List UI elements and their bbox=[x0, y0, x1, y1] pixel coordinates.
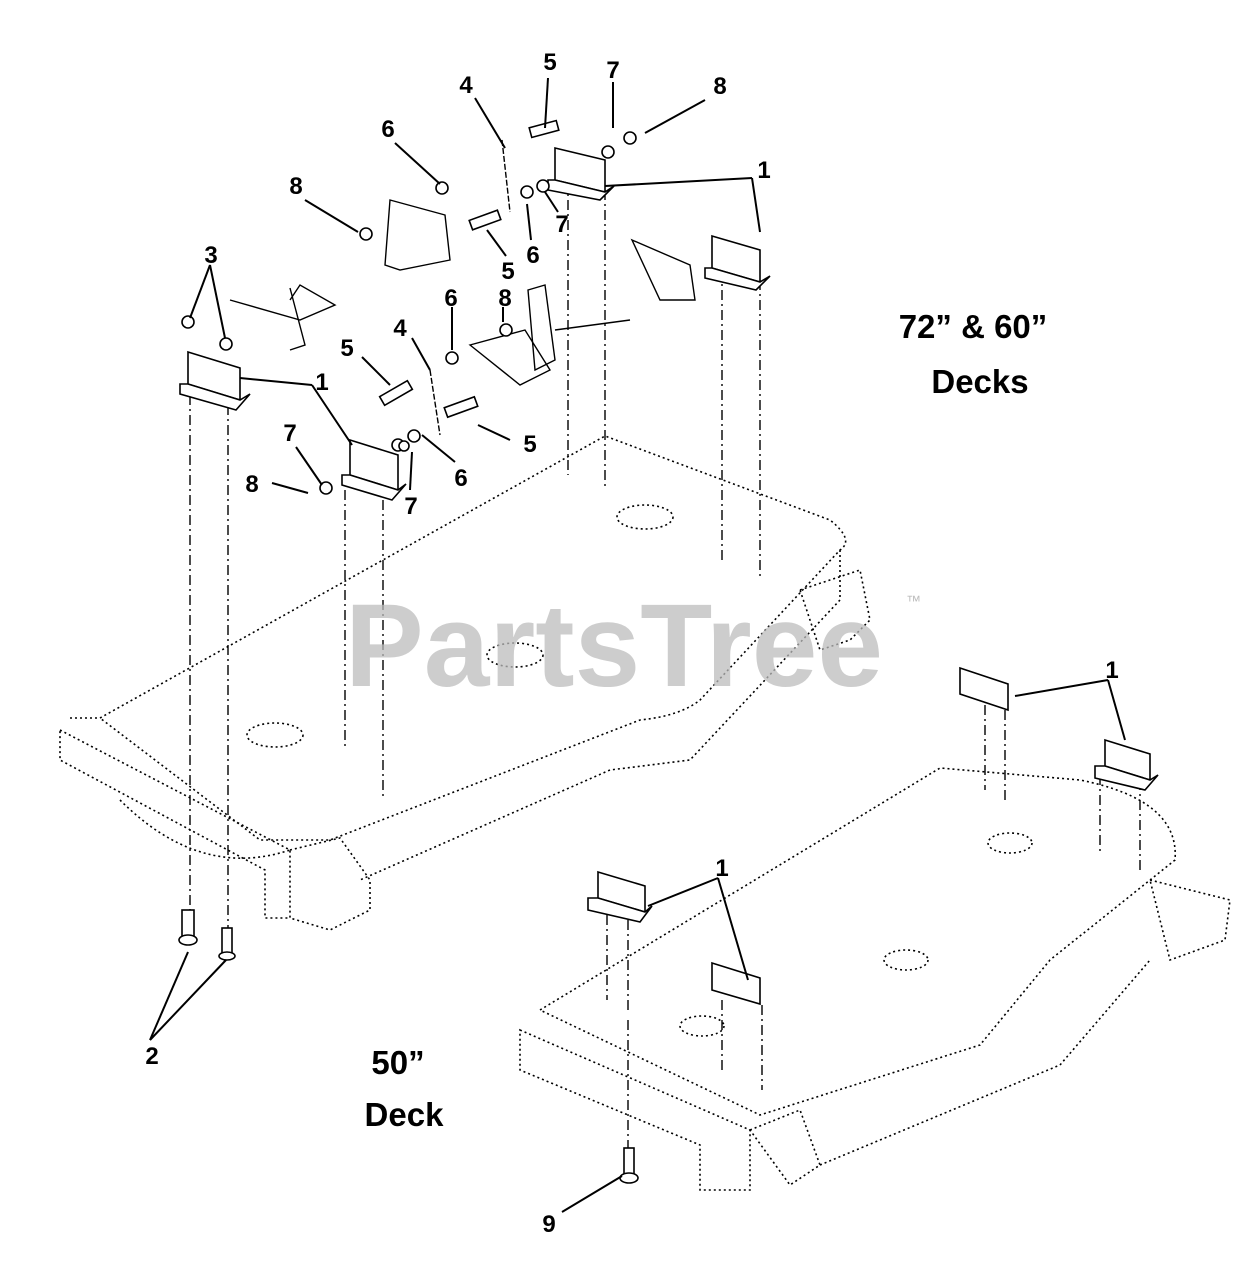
callout-1: 1 bbox=[715, 855, 728, 882]
hardware bbox=[178, 119, 696, 961]
callout-1: 1 bbox=[1105, 657, 1118, 684]
bracket-part-1-small bbox=[587, 666, 1159, 1184]
callout-4: 4 bbox=[459, 72, 473, 99]
callout-6: 6 bbox=[526, 242, 539, 269]
callout-8: 8 bbox=[498, 285, 511, 312]
bracket-part-1 bbox=[179, 146, 771, 501]
leader-lines bbox=[149, 77, 1126, 1213]
callout-8: 8 bbox=[245, 471, 258, 498]
callout-4: 4 bbox=[393, 315, 407, 342]
small-deck-title: 50” bbox=[371, 1044, 424, 1081]
callout-7: 7 bbox=[404, 493, 417, 520]
callout-6: 6 bbox=[381, 116, 394, 143]
callout-9: 9 bbox=[542, 1211, 555, 1238]
callout-7: 7 bbox=[283, 420, 296, 447]
callout-8: 8 bbox=[289, 173, 302, 200]
large-decks-title-2: Decks bbox=[931, 363, 1028, 400]
large-deck bbox=[59, 435, 871, 931]
callout-1: 1 bbox=[757, 157, 770, 184]
callout-5: 5 bbox=[501, 258, 514, 285]
callout-5: 5 bbox=[340, 335, 353, 362]
guide-lines-large bbox=[189, 180, 761, 935]
callout-2: 2 bbox=[145, 1043, 158, 1070]
callout-8: 8 bbox=[713, 73, 726, 100]
callout-6: 6 bbox=[444, 285, 457, 312]
callout-6: 6 bbox=[454, 465, 467, 492]
callout-5: 5 bbox=[523, 431, 536, 458]
callout-7: 7 bbox=[606, 57, 619, 84]
small-deck bbox=[519, 767, 1231, 1191]
callout-1: 1 bbox=[315, 369, 328, 396]
callout-numbers: 5 7 8 4 6 8 1 7 6 5 3 6 8 4 5 1 5 7 8 7 … bbox=[145, 49, 1118, 1238]
watermark-trademark: ™ bbox=[906, 593, 921, 610]
callout-7: 7 bbox=[555, 211, 568, 238]
callout-5: 5 bbox=[543, 49, 556, 76]
small-deck-title-2: Deck bbox=[365, 1096, 445, 1133]
watermark-logo: PartsTree bbox=[345, 580, 883, 712]
large-decks-title: 72” & 60” bbox=[899, 308, 1048, 345]
callout-3: 3 bbox=[204, 242, 217, 269]
guide-lines-small bbox=[606, 705, 1141, 1150]
